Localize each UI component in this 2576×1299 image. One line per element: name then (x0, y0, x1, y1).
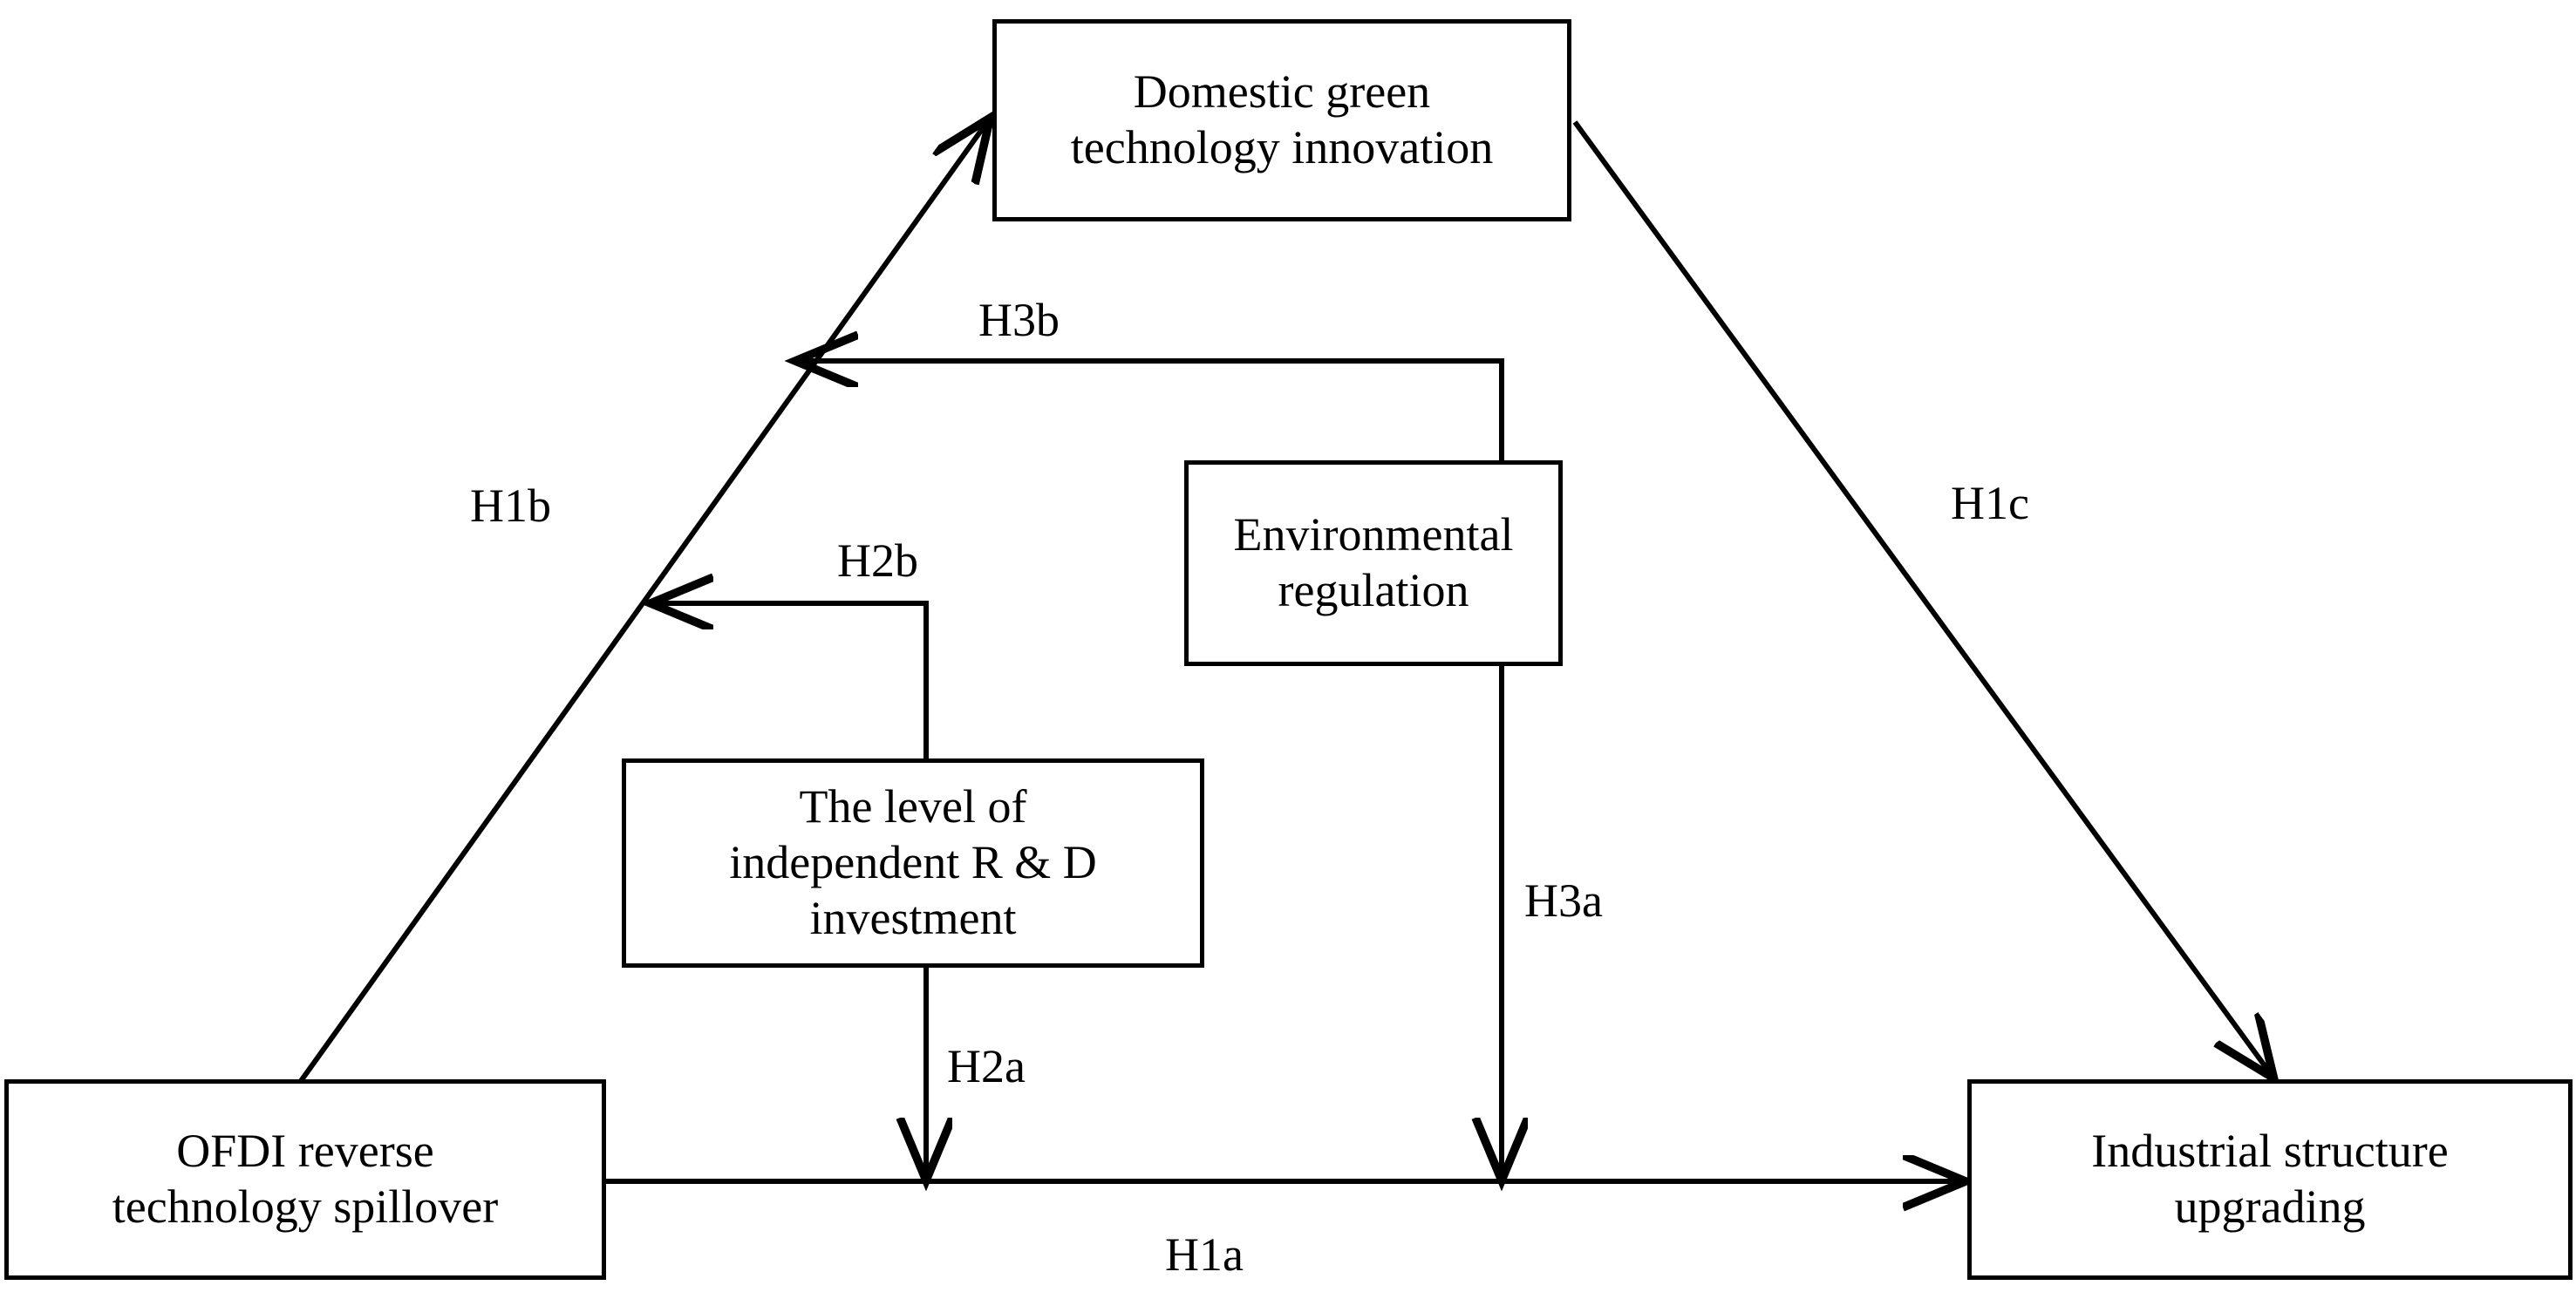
edge-label-h2a: H2a (947, 1040, 1026, 1092)
node-label: The level of independent R & D investmen… (729, 780, 1097, 944)
edge-line-h2b (656, 603, 929, 758)
node-ofdi-reverse-technology-spillover[interactable]: OFDI reverse technology spillover (4, 1079, 606, 1280)
node-level-of-independent-rd-investment[interactable]: The level of independent R & D investmen… (622, 758, 1204, 968)
edge-line-h1c (1572, 120, 2271, 1074)
edge-label-h3a: H3a (1524, 874, 1603, 927)
node-environmental-regulation[interactable]: Environmental regulation (1184, 460, 1563, 666)
node-label: Environmental regulation (1233, 508, 1514, 616)
node-label: Industrial structure upgrading (2091, 1125, 2449, 1233)
edge-label-h1c: H1c (1951, 477, 2029, 529)
edge-label-h2b: H2b (837, 534, 918, 587)
node-domestic-green-technology-innovation[interactable]: Domestic green technology innovation (992, 19, 1571, 221)
node-label: Domestic green technology innovation (1070, 65, 1494, 173)
edge-label-h1b: H1b (470, 479, 551, 532)
node-industrial-structure-upgrading[interactable]: Industrial structure upgrading (1967, 1079, 2573, 1280)
edge-label-h1a: H1a (1165, 1228, 1244, 1281)
node-label: OFDI reverse technology spillover (112, 1125, 499, 1233)
edge-line-h3b (801, 361, 1504, 460)
edge-label-h3b: H3b (978, 294, 1060, 346)
